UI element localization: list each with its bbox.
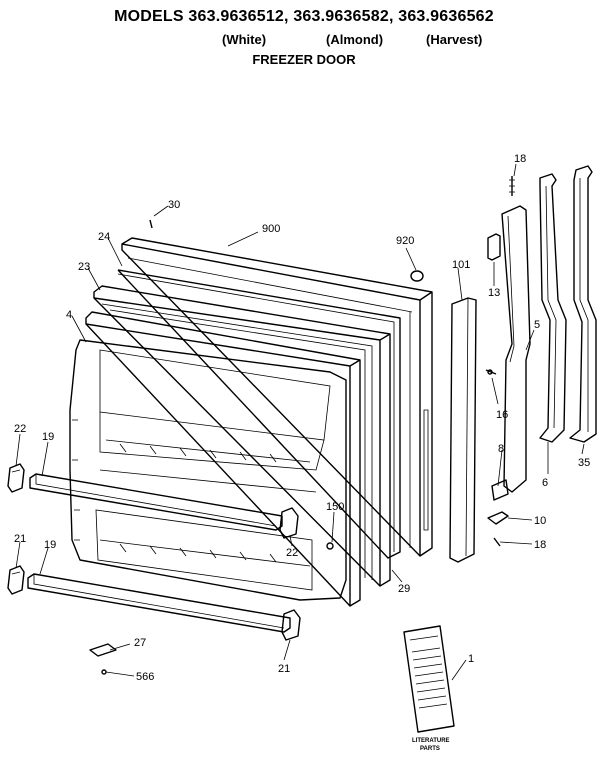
door-seal-strip [449, 297, 477, 563]
callout-35: 35 [578, 457, 590, 469]
door-handle-35 [569, 165, 597, 443]
leader-lines [15, 163, 585, 681]
callout-24: 24 [98, 231, 110, 243]
callout-23: 23 [78, 261, 90, 273]
clip-27 [89, 643, 117, 657]
inner-door-liner [69, 311, 361, 607]
callout-30: 30 [168, 199, 180, 211]
shelf-rail-upper [29, 473, 283, 531]
screw-18-bottom [493, 537, 501, 547]
literature-booklet: LITERATURE PARTS [403, 625, 455, 752]
callout-13: 13 [488, 287, 500, 299]
bracket-8 [491, 479, 509, 501]
plug-button [410, 270, 424, 282]
callout-18-bottom: 18 [534, 539, 546, 551]
callout-29: 29 [398, 583, 410, 595]
color-label-harvest: (Harvest) [426, 32, 483, 47]
callout-6: 6 [542, 477, 548, 489]
callout-27: 27 [134, 637, 146, 649]
callout-19-upper: 19 [42, 431, 54, 443]
callout-1: 1 [468, 653, 474, 665]
door-gasket [117, 269, 401, 559]
callout-22-right: 22 [286, 547, 298, 559]
callout-21-bottom: 21 [278, 663, 290, 675]
callout-5: 5 [534, 319, 540, 331]
callout-101: 101 [452, 259, 470, 271]
callout-10: 10 [534, 515, 546, 527]
literature-label-line1: LITERATURE [412, 738, 450, 744]
screw-30 [149, 219, 153, 229]
shelf-rail-lower [27, 573, 291, 633]
handle-channel [501, 205, 531, 493]
screw-16 [485, 369, 497, 375]
callout-566: 566 [136, 671, 154, 683]
shelf-end-cap-left-22 [7, 463, 25, 493]
callout-labels: 30 900 24 920 101 23 4 13 18 5 16 8 6 35… [14, 153, 590, 683]
callout-4: 4 [66, 309, 72, 321]
hinge-pin-10 [487, 511, 509, 525]
callout-150: 150 [326, 501, 344, 513]
shelf-end-cap-right-21 [281, 609, 301, 641]
screw-566 [101, 669, 107, 675]
callout-18-top: 18 [514, 153, 526, 165]
diagram-title: MODELS 363.9636512, 363.9636582, 363.963… [114, 8, 494, 25]
callout-900: 900 [262, 223, 280, 235]
callout-920: 920 [396, 235, 414, 247]
screw-18-top [509, 176, 515, 196]
callout-21-left: 21 [14, 533, 26, 545]
hinge-cover [487, 233, 501, 261]
color-label-white: (White) [222, 32, 267, 47]
callout-19-lower: 19 [44, 539, 56, 551]
breaker-strip-frame [93, 285, 391, 587]
color-label-almond: (Almond) [326, 32, 384, 47]
literature-label-line2: PARTS [420, 746, 440, 752]
callout-22-left: 22 [14, 423, 26, 435]
door-handle-6 [539, 173, 567, 443]
shelf-end-cap-left-21 [7, 565, 25, 595]
callout-16: 16 [496, 409, 508, 421]
diagram-subtitle: FREEZER DOOR [252, 52, 356, 67]
outer-door-panel [121, 237, 433, 557]
cap-150 [326, 542, 334, 550]
shelf-end-cap-right-22 [279, 507, 299, 539]
callout-8: 8 [498, 443, 504, 455]
